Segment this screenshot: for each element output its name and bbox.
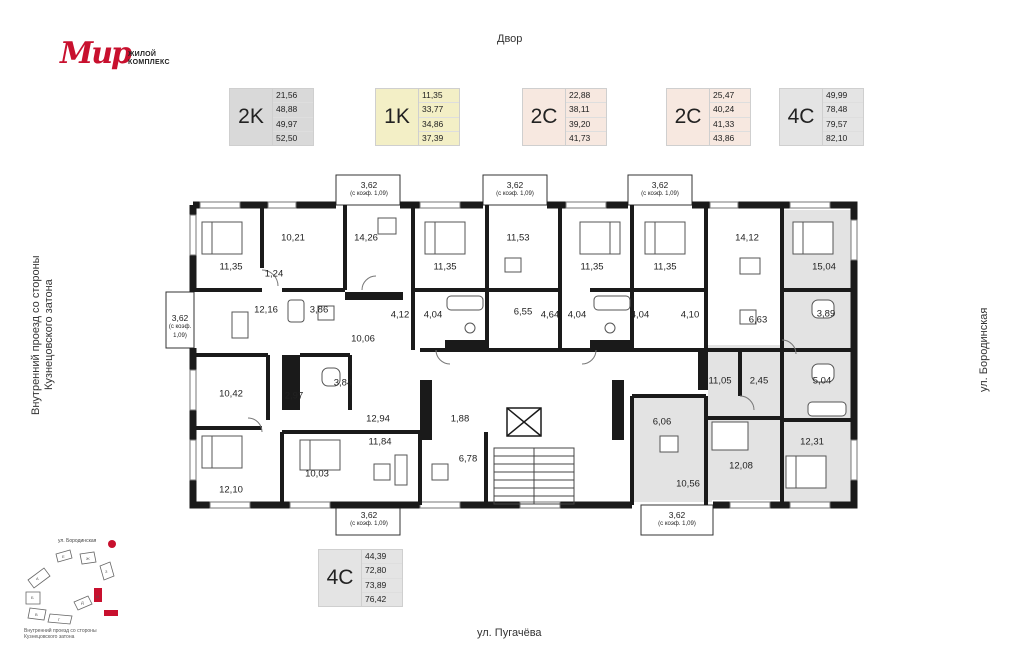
room-area: 11,84 bbox=[368, 436, 392, 448]
minimap-block: З bbox=[105, 569, 108, 574]
logo-word: Мир bbox=[60, 36, 132, 71]
room-area: 5,04 bbox=[812, 375, 832, 387]
doors bbox=[247, 269, 797, 433]
minimap-block: Б bbox=[31, 595, 34, 600]
balcony-label-5: 3,62(с коэф. 1,09) bbox=[350, 510, 388, 528]
staircase bbox=[493, 447, 575, 505]
tables bbox=[231, 217, 761, 486]
minimap-block: В bbox=[35, 612, 38, 617]
logo-subtitle: ЖИЛОЙ КОМПЛЕКС bbox=[128, 51, 170, 66]
room-area: 4,04 bbox=[567, 309, 587, 321]
balcony-label-4: 3,62(с коэф.1,09) bbox=[168, 313, 192, 340]
logo: Мир bbox=[60, 36, 132, 71]
beds bbox=[201, 221, 834, 489]
room-area: 6,63 bbox=[748, 314, 768, 326]
room-area: 4,04 bbox=[423, 309, 443, 321]
room-area: 11,05 bbox=[708, 375, 732, 387]
room-area: 2,45 bbox=[749, 375, 769, 387]
room-area: 11,35 bbox=[580, 261, 604, 273]
minimap-street: ул. Бородинская bbox=[58, 538, 97, 544]
minimap-block: Г bbox=[58, 617, 61, 622]
room-area: 11,35 bbox=[219, 261, 243, 273]
balcony-label-3: 3,62(с коэф. 1,09) bbox=[641, 180, 679, 198]
room-area: 4,04 bbox=[630, 309, 650, 321]
balcony-label-1: 3,62(с коэф. 1,09) bbox=[350, 180, 388, 198]
balcony-label-2: 3,62(с коэф. 1,09) bbox=[496, 180, 534, 198]
room-area: 3,84 bbox=[333, 377, 353, 389]
room-area: 14,26 bbox=[354, 232, 378, 244]
bathrooms bbox=[287, 295, 847, 417]
room-area: 6,55 bbox=[513, 306, 533, 318]
room-area: 12,08 bbox=[729, 460, 753, 472]
street-bottom: ул. Пугачёва bbox=[477, 627, 542, 639]
street-top: Двор bbox=[497, 33, 523, 45]
room-area: 11,35 bbox=[433, 261, 457, 273]
room-area: 4,64 bbox=[540, 309, 560, 321]
room-area: 12,31 bbox=[800, 436, 824, 448]
room-area: 11,53 bbox=[506, 232, 530, 244]
room-area: 1,88 bbox=[450, 413, 470, 425]
room-area: 4,12 bbox=[390, 309, 410, 321]
minimap-block: Е bbox=[62, 554, 65, 559]
room-area: 6,78 bbox=[458, 453, 478, 465]
minimap-note: Внутренний проезд со стороны Кузнецовско… bbox=[24, 628, 97, 640]
room-area: 15,04 bbox=[812, 261, 836, 273]
room-area: 3,86 bbox=[309, 304, 329, 316]
room-area: 10,56 bbox=[676, 478, 700, 490]
room-area: 11,35 bbox=[653, 261, 677, 273]
room-area: 12,16 bbox=[254, 304, 278, 316]
room-area: 1,24 bbox=[264, 268, 284, 280]
room-area: 10,03 bbox=[305, 468, 329, 480]
room-area: 12,10 bbox=[219, 484, 243, 496]
inner-walls bbox=[193, 205, 854, 505]
core-walls bbox=[282, 292, 708, 440]
room-area: 14,12 bbox=[735, 232, 759, 244]
room-area: 12,94 bbox=[366, 413, 390, 425]
room-area: 2,97 bbox=[284, 390, 304, 402]
minimap-block: Ж bbox=[86, 556, 90, 561]
balcony-label-6: 3,62(с коэф. 1,09) bbox=[658, 510, 696, 528]
minimap-block: И bbox=[96, 594, 99, 599]
site-minimap: ул. Бородинская A Б В Г Д Е Ж З И bbox=[25, 538, 118, 625]
room-area: 4,10 bbox=[680, 309, 700, 321]
minimap-block: A bbox=[36, 576, 39, 581]
room-area: 6,06 bbox=[652, 416, 672, 428]
minimap-block: Д bbox=[81, 600, 84, 605]
room-area: 3,89 bbox=[816, 308, 836, 320]
room-area: 10,21 bbox=[281, 232, 305, 244]
windows bbox=[189, 201, 858, 509]
elevator bbox=[506, 407, 542, 437]
balconies bbox=[165, 174, 714, 536]
room-area: 10,06 bbox=[351, 333, 375, 345]
room-area: 10,42 bbox=[219, 388, 243, 400]
